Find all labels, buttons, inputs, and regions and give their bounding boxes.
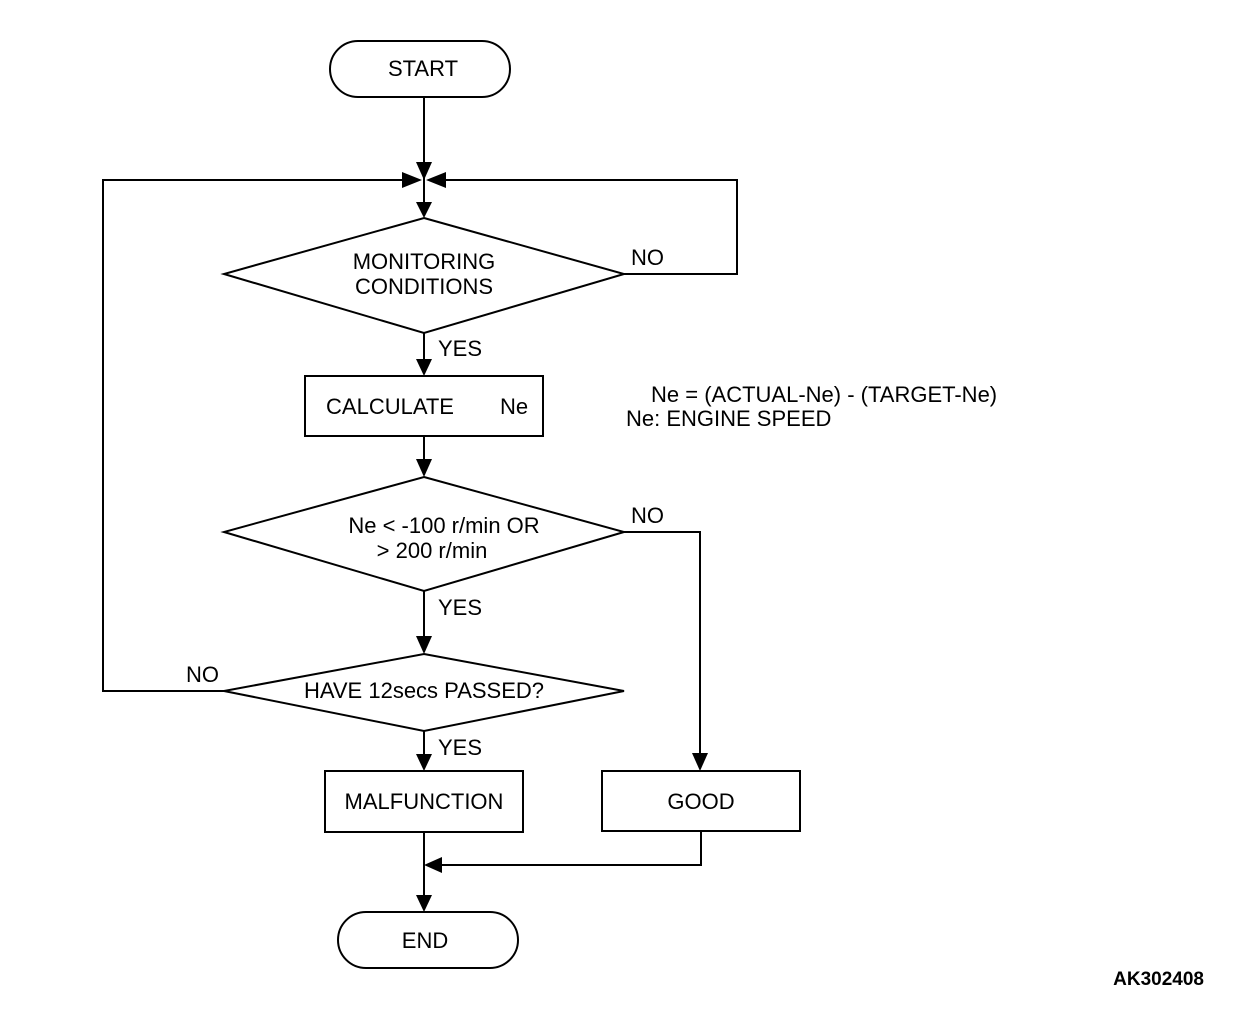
start-label: START — [388, 56, 458, 81]
threshold-label-line2: > 200 r/min — [377, 538, 488, 563]
note-definition: Ne: ENGINE SPEED — [626, 406, 831, 431]
arrowhead-into-malfunction — [416, 754, 432, 771]
arrowhead-into-monitoring — [416, 202, 432, 218]
threshold-yes-label: YES — [438, 595, 482, 620]
monitoring-no-label: NO — [631, 245, 664, 270]
arrowhead-right-into-loop — [402, 172, 422, 188]
arrowhead-into-calculate — [416, 359, 432, 376]
monitoring-label-line1: MONITORING — [353, 249, 496, 274]
time-yes-label: YES — [438, 735, 482, 760]
connector-time-no-loop — [102, 179, 402, 692]
good-label: GOOD — [667, 789, 734, 814]
connector-monitoring-no-loop — [446, 179, 738, 275]
ne-threshold-decision — [220, 475, 628, 593]
end-label: END — [402, 928, 448, 953]
arrowhead-merge-from-good — [424, 857, 442, 873]
arrowhead-into-time — [416, 636, 432, 654]
calculate-ne-process — [304, 375, 544, 437]
threshold-no-label: NO — [631, 503, 664, 528]
arrowhead-into-threshold — [416, 459, 432, 477]
good-process — [601, 770, 801, 832]
twelve-seconds-decision — [223, 652, 625, 733]
connector-good-to-end — [440, 831, 702, 866]
malfunction-label: MALFUNCTION — [345, 789, 504, 814]
start-terminator — [329, 40, 511, 98]
monitoring-label-line2: CONDITIONS — [355, 274, 493, 299]
time-no-label: NO — [186, 662, 219, 687]
time-decision-label: HAVE 12secs PASSED? — [304, 678, 544, 703]
connector-threshold-no — [624, 531, 701, 756]
arrowhead-into-good — [692, 753, 708, 771]
arrowhead-into-end — [416, 895, 432, 912]
figure-code: AK302408 — [1113, 969, 1204, 990]
end-terminator — [337, 911, 519, 969]
malfunction-process — [324, 770, 524, 833]
calculate-var-label: Ne — [500, 394, 528, 419]
note-formula: Ne = (ACTUAL-Ne) - (TARGET-Ne) — [651, 382, 997, 407]
arrowhead-left-into-loop — [426, 172, 446, 188]
calculate-label: CALCULATE — [326, 394, 454, 419]
monitoring-yes-label: YES — [438, 336, 482, 361]
arrowhead-down-loop — [416, 162, 432, 180]
monitoring-conditions-decision — [220, 216, 628, 335]
threshold-label-line1: Ne < -100 r/min OR — [348, 513, 539, 538]
